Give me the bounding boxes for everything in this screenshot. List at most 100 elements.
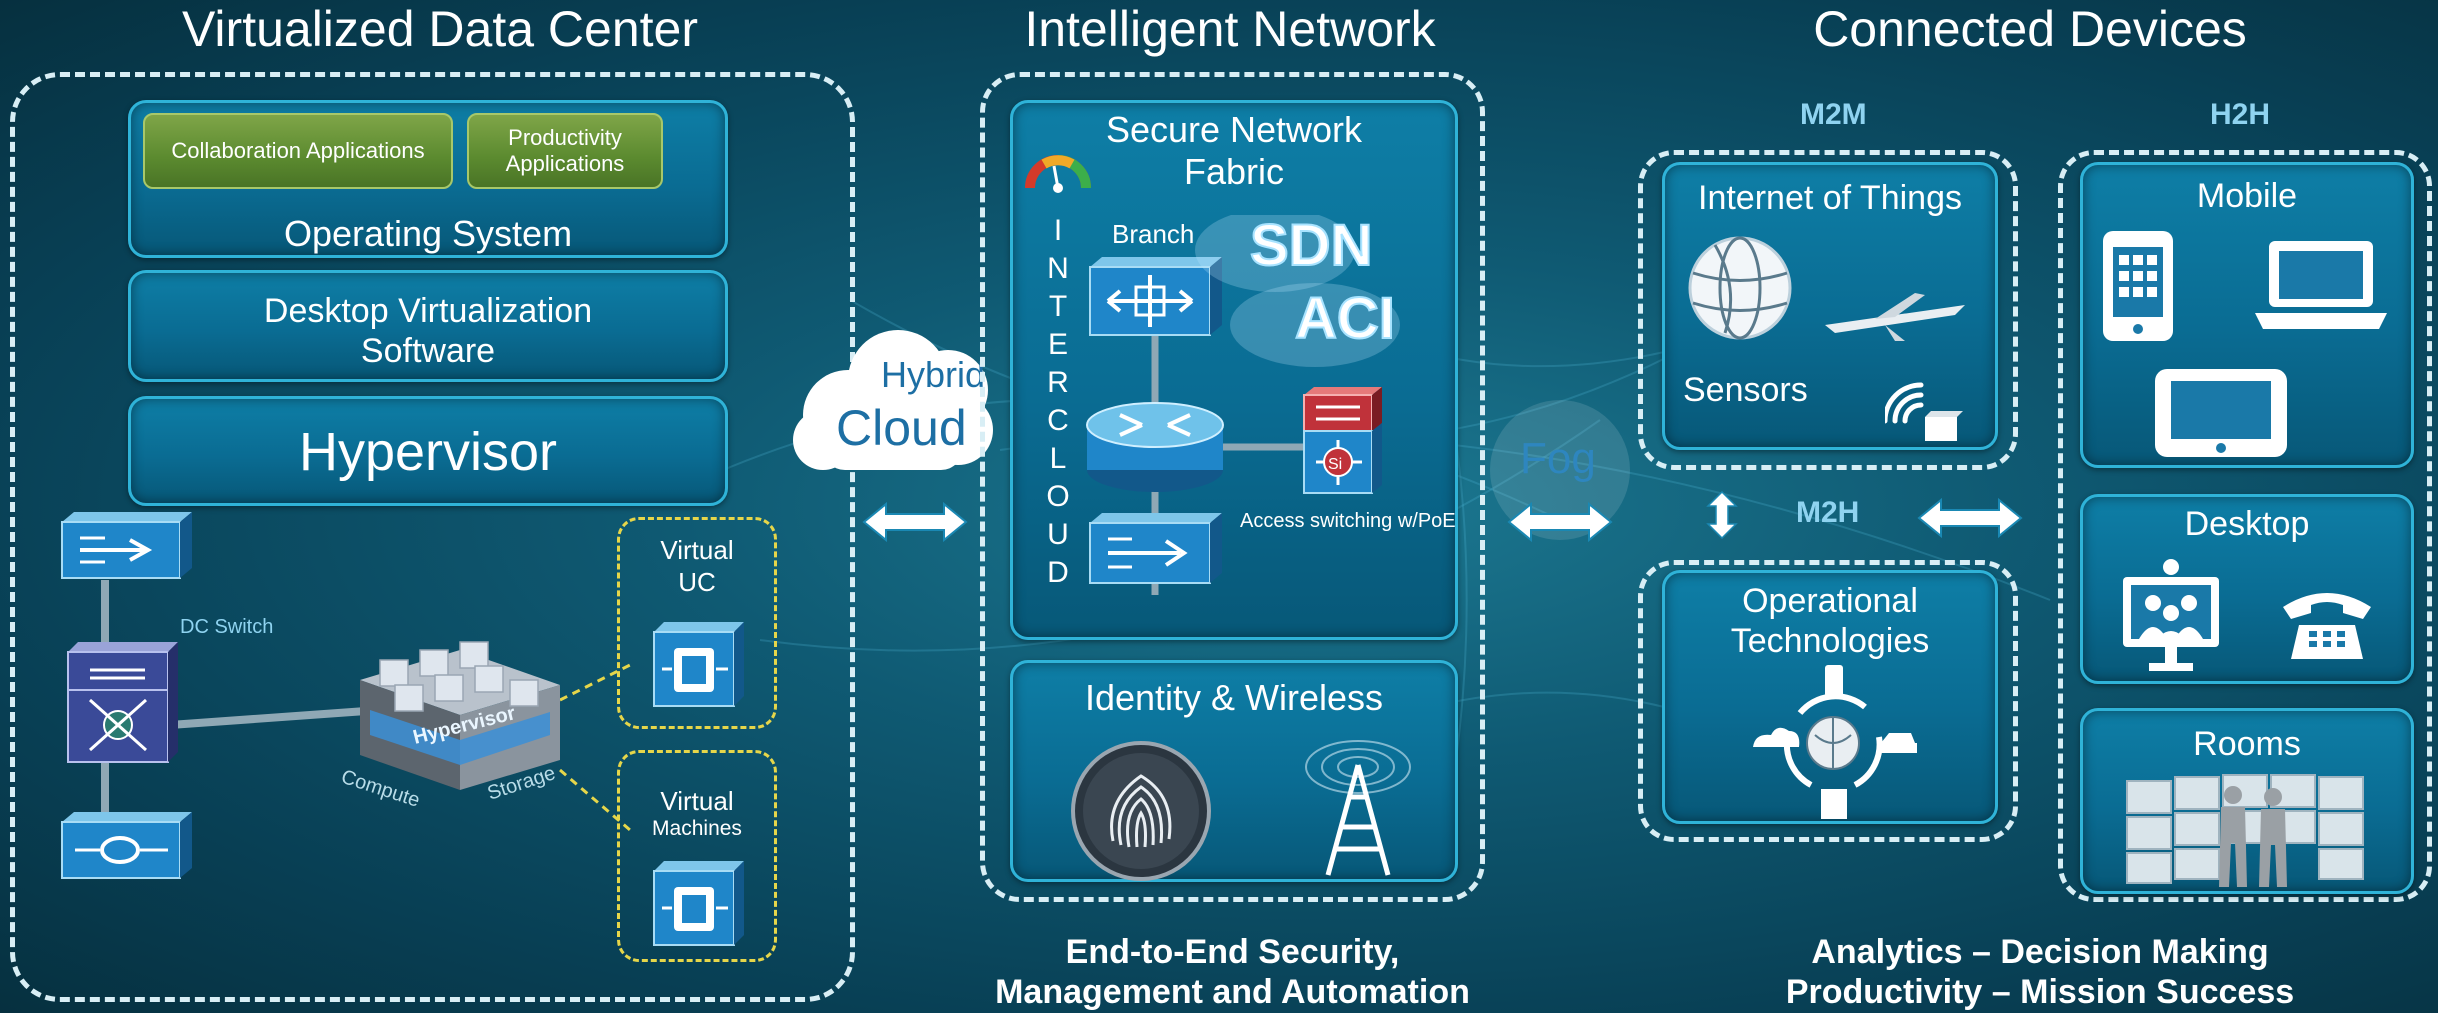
h2h-dashed-frame bbox=[2058, 150, 2432, 902]
ot-cycle-icon bbox=[1753, 665, 1917, 819]
rooms-label: Rooms bbox=[2193, 725, 2301, 763]
virtual-machines-box: Virtual Machines bbox=[617, 750, 777, 962]
cloud-network-arrow-icon bbox=[862, 501, 968, 543]
ot-line1: Operational bbox=[1742, 582, 1918, 620]
laptop-icon bbox=[2255, 241, 2387, 329]
secure-network-fabric-panel: Secure Network Fabric bbox=[1010, 100, 1458, 640]
hypervisor-stack-icon: Hypervisor bbox=[360, 641, 560, 790]
secure-fabric-line2: Fabric bbox=[1183, 151, 1285, 192]
dc-top-switch-icon bbox=[61, 512, 192, 579]
intercloud-letter: O bbox=[1046, 480, 1070, 513]
drone-icon bbox=[1825, 293, 1965, 341]
sdn-label: SDN bbox=[1250, 215, 1372, 278]
operational-technologies-panel: Operational Technologies bbox=[1662, 570, 1998, 824]
intercloud-letter: U bbox=[1047, 518, 1069, 551]
dc-infrastructure-diagram: Hypervisor DC Switch Compute Storage bbox=[61, 512, 631, 879]
fingerprint-icon bbox=[1071, 741, 1211, 881]
os-label: Operating System bbox=[283, 213, 573, 254]
globe-icon bbox=[1688, 236, 1792, 340]
intercloud-letter: N bbox=[1047, 252, 1069, 285]
network-footer-line1: End-to-End Security, bbox=[1065, 933, 1400, 971]
wireless-sensor-icon bbox=[1885, 382, 1963, 441]
intercloud-letter: E bbox=[1047, 328, 1068, 361]
desktop-virt-line1: Desktop Virtualization bbox=[263, 292, 593, 330]
fog-label: Fog bbox=[1520, 434, 1596, 483]
branch-router-icon bbox=[1089, 257, 1222, 336]
access-switching-label: Access switching w/PoE bbox=[1240, 510, 1456, 532]
si-label: Si bbox=[1328, 456, 1342, 473]
ip-phone-icon bbox=[653, 622, 744, 707]
dc-appliance-icon bbox=[61, 812, 192, 879]
intercloud-letter: C bbox=[1047, 404, 1069, 437]
identity-wireless-label: Identity & Wireless bbox=[1084, 677, 1384, 718]
core-router-icon bbox=[1086, 402, 1224, 492]
network-footer: End-to-End Security, Management and Auto… bbox=[960, 932, 1505, 1012]
smartphone-icon bbox=[2103, 231, 2173, 341]
intercloud-letter: R bbox=[1047, 366, 1069, 399]
mobile-panel: Mobile bbox=[2080, 162, 2414, 468]
dc-core-switch-icon bbox=[67, 642, 178, 763]
sdn-aci-glow bbox=[1195, 215, 1400, 367]
wireless-tower-icon bbox=[1305, 740, 1411, 876]
h2h-label: H2H bbox=[2210, 98, 2271, 131]
devices-title: Connected Devices bbox=[1813, 1, 2247, 57]
identity-wireless-panel: Identity & Wireless bbox=[1010, 660, 1458, 882]
m2h-h2h-arrow-icon bbox=[1917, 497, 2023, 539]
m2m-dashed-frame bbox=[1638, 150, 2018, 470]
gauge-icon bbox=[1025, 155, 1091, 193]
aci-label: ACI bbox=[1295, 286, 1395, 351]
sensors-label: Sensors bbox=[1683, 371, 1808, 409]
productivity-apps-button[interactable]: Productivity Applications bbox=[467, 113, 663, 189]
tablet-icon bbox=[2155, 369, 2287, 457]
m2m-label: M2M bbox=[1800, 98, 1867, 131]
hypervisor-panel: Hypervisor bbox=[128, 396, 728, 506]
network-footer-line2: Management and Automation bbox=[995, 973, 1470, 1011]
intercloud-letter: T bbox=[1048, 290, 1068, 323]
desktop-panel: Desktop bbox=[2080, 494, 2414, 684]
intercloud-letter: D bbox=[1047, 556, 1069, 589]
branch-label: Branch bbox=[1112, 219, 1194, 249]
network-dashed-frame bbox=[980, 72, 1485, 902]
desktop-virtualization-panel: Desktop Virtualization Software bbox=[128, 270, 728, 382]
cloud-label: Cloud bbox=[836, 400, 967, 456]
m2h-dashed-frame bbox=[1638, 560, 2018, 842]
video-endpoint-icon bbox=[2123, 559, 2219, 671]
m2m-m2h-arrow-icon bbox=[1706, 490, 1738, 540]
iot-panel: Internet of Things Sensors bbox=[1662, 162, 1998, 450]
ot-line2: Technologies bbox=[1730, 622, 1930, 660]
virtual-machines-line1: Virtual bbox=[660, 786, 734, 816]
virtual-uc-line1: Virtual bbox=[660, 535, 734, 565]
desktop-virt-line2: Software bbox=[360, 332, 496, 370]
virtual-uc-line2: UC bbox=[678, 567, 716, 597]
network-title: Intelligent Network bbox=[1024, 1, 1436, 57]
desktop-label: Desktop bbox=[2184, 505, 2310, 543]
access-switch-icon bbox=[1089, 513, 1222, 584]
desk-phone-icon bbox=[2283, 593, 2371, 659]
secure-fabric-line1: Secure Network bbox=[1105, 109, 1363, 150]
m2h-label: M2H bbox=[1796, 496, 1860, 529]
virtual-machine-icon bbox=[653, 861, 744, 946]
devices-footer: Analytics – Decision Making Productivity… bbox=[1740, 932, 2340, 1012]
hypervisor-label: Hypervisor bbox=[298, 422, 558, 482]
virtual-machines-line2: Machines bbox=[652, 817, 742, 840]
iot-label: Internet of Things bbox=[1698, 179, 1962, 217]
intercloud-vertical-label: I N T E R C L O U D bbox=[1038, 212, 1078, 592]
collaboration-apps-button[interactable]: Collaboration Applications bbox=[143, 113, 453, 189]
devices-footer-line1: Analytics – Decision Making bbox=[1811, 933, 2269, 971]
network-fabric-diagram: Branch SDN ACI Si bbox=[1086, 215, 1456, 595]
hybrid-label: Hybrid bbox=[881, 354, 985, 395]
rooms-panel: Rooms bbox=[2080, 708, 2414, 894]
intercloud-letter: I bbox=[1053, 214, 1063, 247]
intercloud-letter: L bbox=[1049, 442, 1067, 475]
datacenter-dashed-frame bbox=[10, 72, 855, 1002]
telepresence-room-icon bbox=[2126, 774, 2364, 887]
datacenter-title: Virtualized Data Center bbox=[181, 1, 698, 57]
mobile-label: Mobile bbox=[2196, 177, 2298, 215]
fog-arrow-icon bbox=[1507, 501, 1613, 543]
os-panel: Collaboration Applications Productivity … bbox=[128, 100, 728, 258]
virtual-uc-box: Virtual UC bbox=[617, 517, 777, 729]
hybrid-cloud-icon: Hybrid Cloud bbox=[793, 330, 993, 470]
devices-footer-line2: Productivity – Mission Success bbox=[1785, 973, 2295, 1011]
dc-switch-label: DC Switch bbox=[180, 616, 273, 638]
si-switch-icon: Si bbox=[1303, 387, 1382, 494]
